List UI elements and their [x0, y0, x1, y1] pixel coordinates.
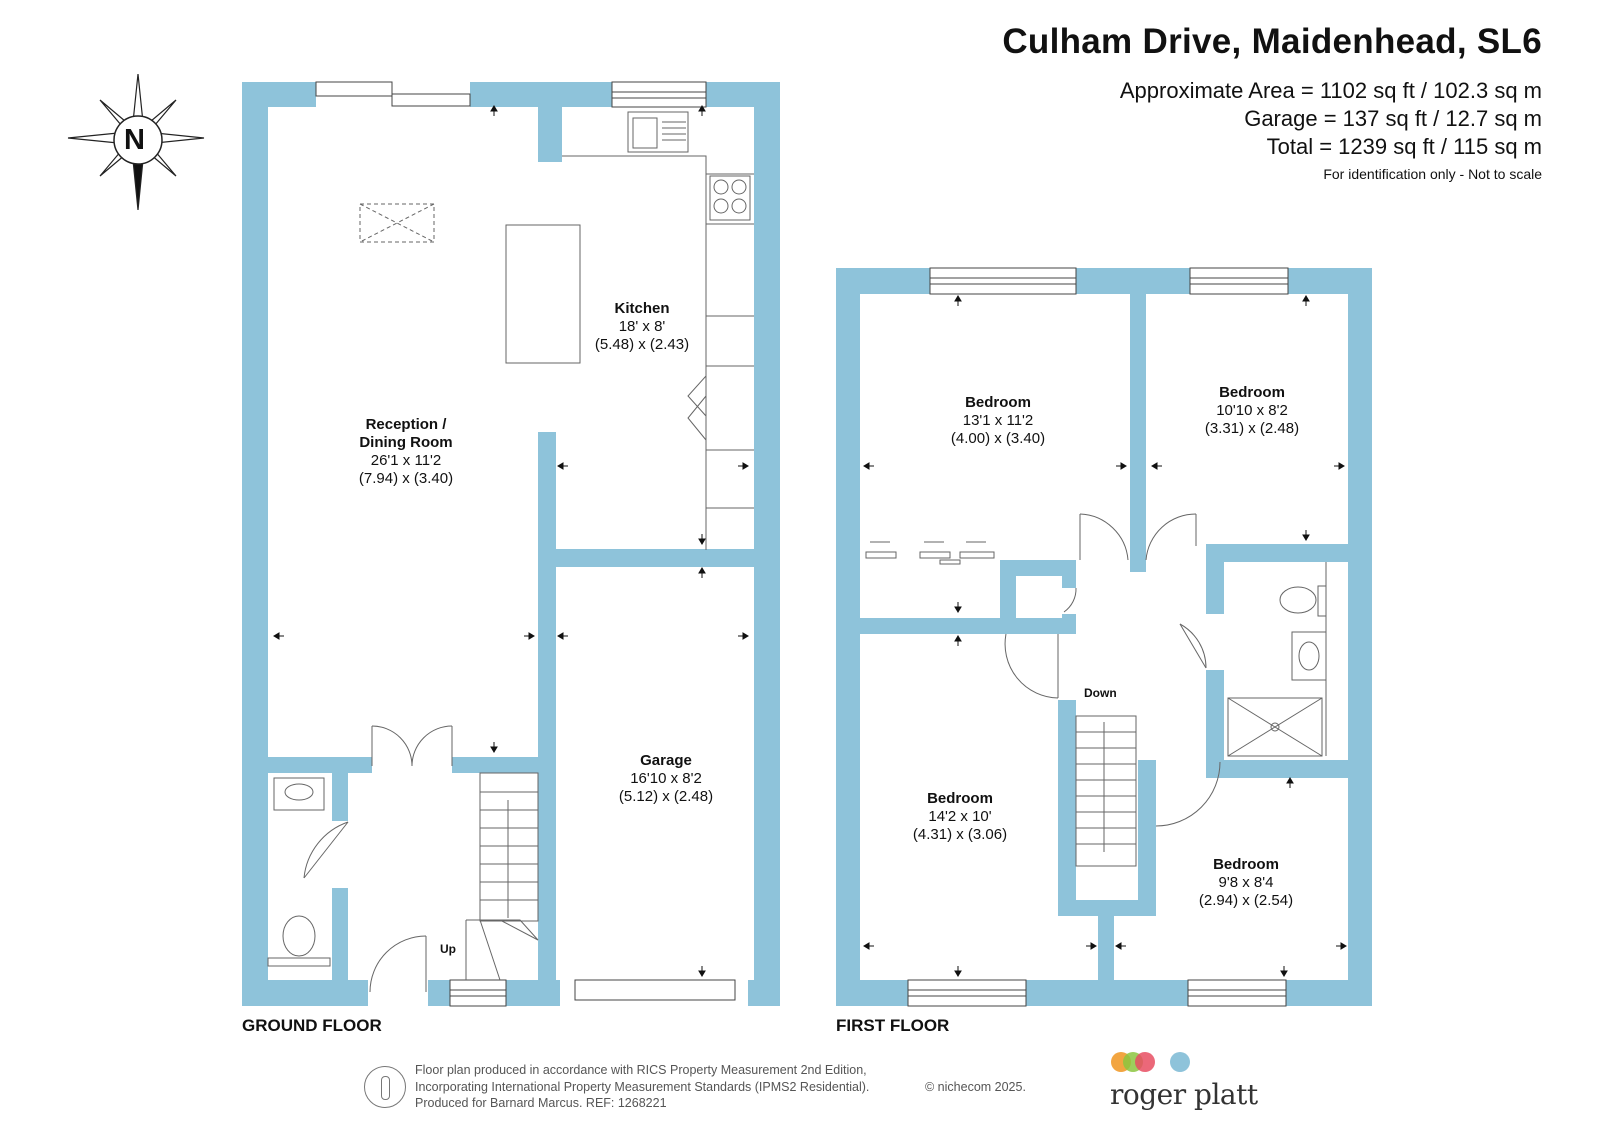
stairs-down-label: Down — [1084, 686, 1117, 700]
footer-notes: Floor plan produced in accordance with R… — [415, 1062, 869, 1112]
room-name: Kitchen — [614, 300, 670, 317]
brand-logo-text: roger platt — [1110, 1078, 1258, 1111]
room-garage: Garage 16'10 x 8'2 (5.12) x (2.48) — [619, 752, 713, 806]
copyright-text: © nichecom 2025. — [925, 1080, 1026, 1094]
page-title: Culham Drive, Maidenhead, SL6 — [1002, 22, 1542, 61]
first-floor-fixtures — [865, 513, 1327, 867]
room-name-line2: Dining Room — [359, 434, 453, 451]
room-bedroom-1: Bedroom 13'1 x 11'2 (4.00) x (3.40) — [951, 394, 1045, 448]
footer-line-2: Incorporating International Property Mea… — [415, 1079, 870, 1094]
room-name: Reception / — [365, 416, 447, 433]
approximate-area: Approximate Area = 1102 sq ft / 102.3 sq… — [1119, 78, 1542, 103]
room-dims-imperial: 18' x 8' — [618, 318, 666, 335]
first-floor-label: FIRST FLOOR — [836, 1016, 950, 1035]
room-dims-metric: (4.00) x (3.40) — [950, 430, 1046, 447]
first-floor-walls — [836, 268, 1372, 1006]
room-dims-imperial: 9'8 x 8'4 — [1218, 874, 1274, 891]
compass-north-label: N — [124, 124, 145, 156]
ground-floor-walls — [242, 82, 780, 1006]
room-dims-imperial: 26'1 x 11'2 — [370, 452, 442, 469]
room-bedroom-4: Bedroom 9'8 x 8'4 (2.94) x (2.54) — [1199, 856, 1293, 910]
room-name: Bedroom — [965, 394, 1031, 411]
room-name: Bedroom — [927, 790, 993, 807]
first-floor-windows — [907, 267, 1289, 1007]
scale-disclaimer: For identification only - Not to scale — [1323, 166, 1542, 182]
room-bedroom-2: Bedroom 10'10 x 8'2 (3.31) x (2.48) — [1205, 384, 1299, 438]
dimension-arrows — [273, 105, 1347, 977]
room-kitchen: Kitchen 18' x 8' (5.48) x (2.43) — [595, 300, 689, 354]
room-name: Garage — [640, 752, 692, 769]
room-dims-imperial: 10'10 x 8'2 — [1216, 402, 1288, 419]
room-dims-imperial: 14'2 x 10' — [928, 808, 992, 825]
room-name: Bedroom — [1219, 384, 1285, 401]
ground-floor-fixtures — [267, 111, 754, 993]
room-bedroom-3: Bedroom 14'2 x 10' (4.31) x (3.06) — [913, 790, 1007, 844]
room-dims-metric: (4.31) x (3.06) — [912, 826, 1008, 843]
room-dims-metric: (2.94) x (2.54) — [1198, 892, 1294, 909]
room-dims-metric: (5.12) x (2.48) — [618, 788, 714, 805]
compass-icon — [67, 73, 205, 211]
room-dims-metric: (3.31) x (2.48) — [1204, 420, 1300, 437]
footer-line-3: Produced for Barnard Marcus. REF: 126822… — [415, 1096, 667, 1110]
room-dims-metric: (7.94) x (3.40) — [358, 470, 454, 487]
garage-area: Garage = 137 sq ft / 12.7 sq m — [1244, 106, 1542, 131]
room-dims-imperial: 13'1 x 11'2 — [962, 412, 1034, 429]
total-area: Total = 1239 sq ft / 115 sq m — [1266, 134, 1542, 159]
stairs-up-label: Up — [440, 942, 456, 956]
ground-floor-label: GROUND FLOOR — [242, 1016, 382, 1035]
room-reception-dining: Reception / Dining Room 26'1 x 11'2 (7.9… — [359, 416, 453, 488]
footer-line-1: Floor plan produced in accordance with R… — [415, 1063, 867, 1077]
room-dims-imperial: 16'10 x 8'2 — [630, 770, 702, 787]
room-name: Bedroom — [1213, 856, 1279, 873]
brand-logo-dots — [1111, 1052, 1190, 1072]
person-info-icon — [364, 1066, 406, 1108]
room-dims-metric: (5.48) x (2.43) — [594, 336, 690, 353]
ground-floor-windows — [315, 81, 736, 1007]
